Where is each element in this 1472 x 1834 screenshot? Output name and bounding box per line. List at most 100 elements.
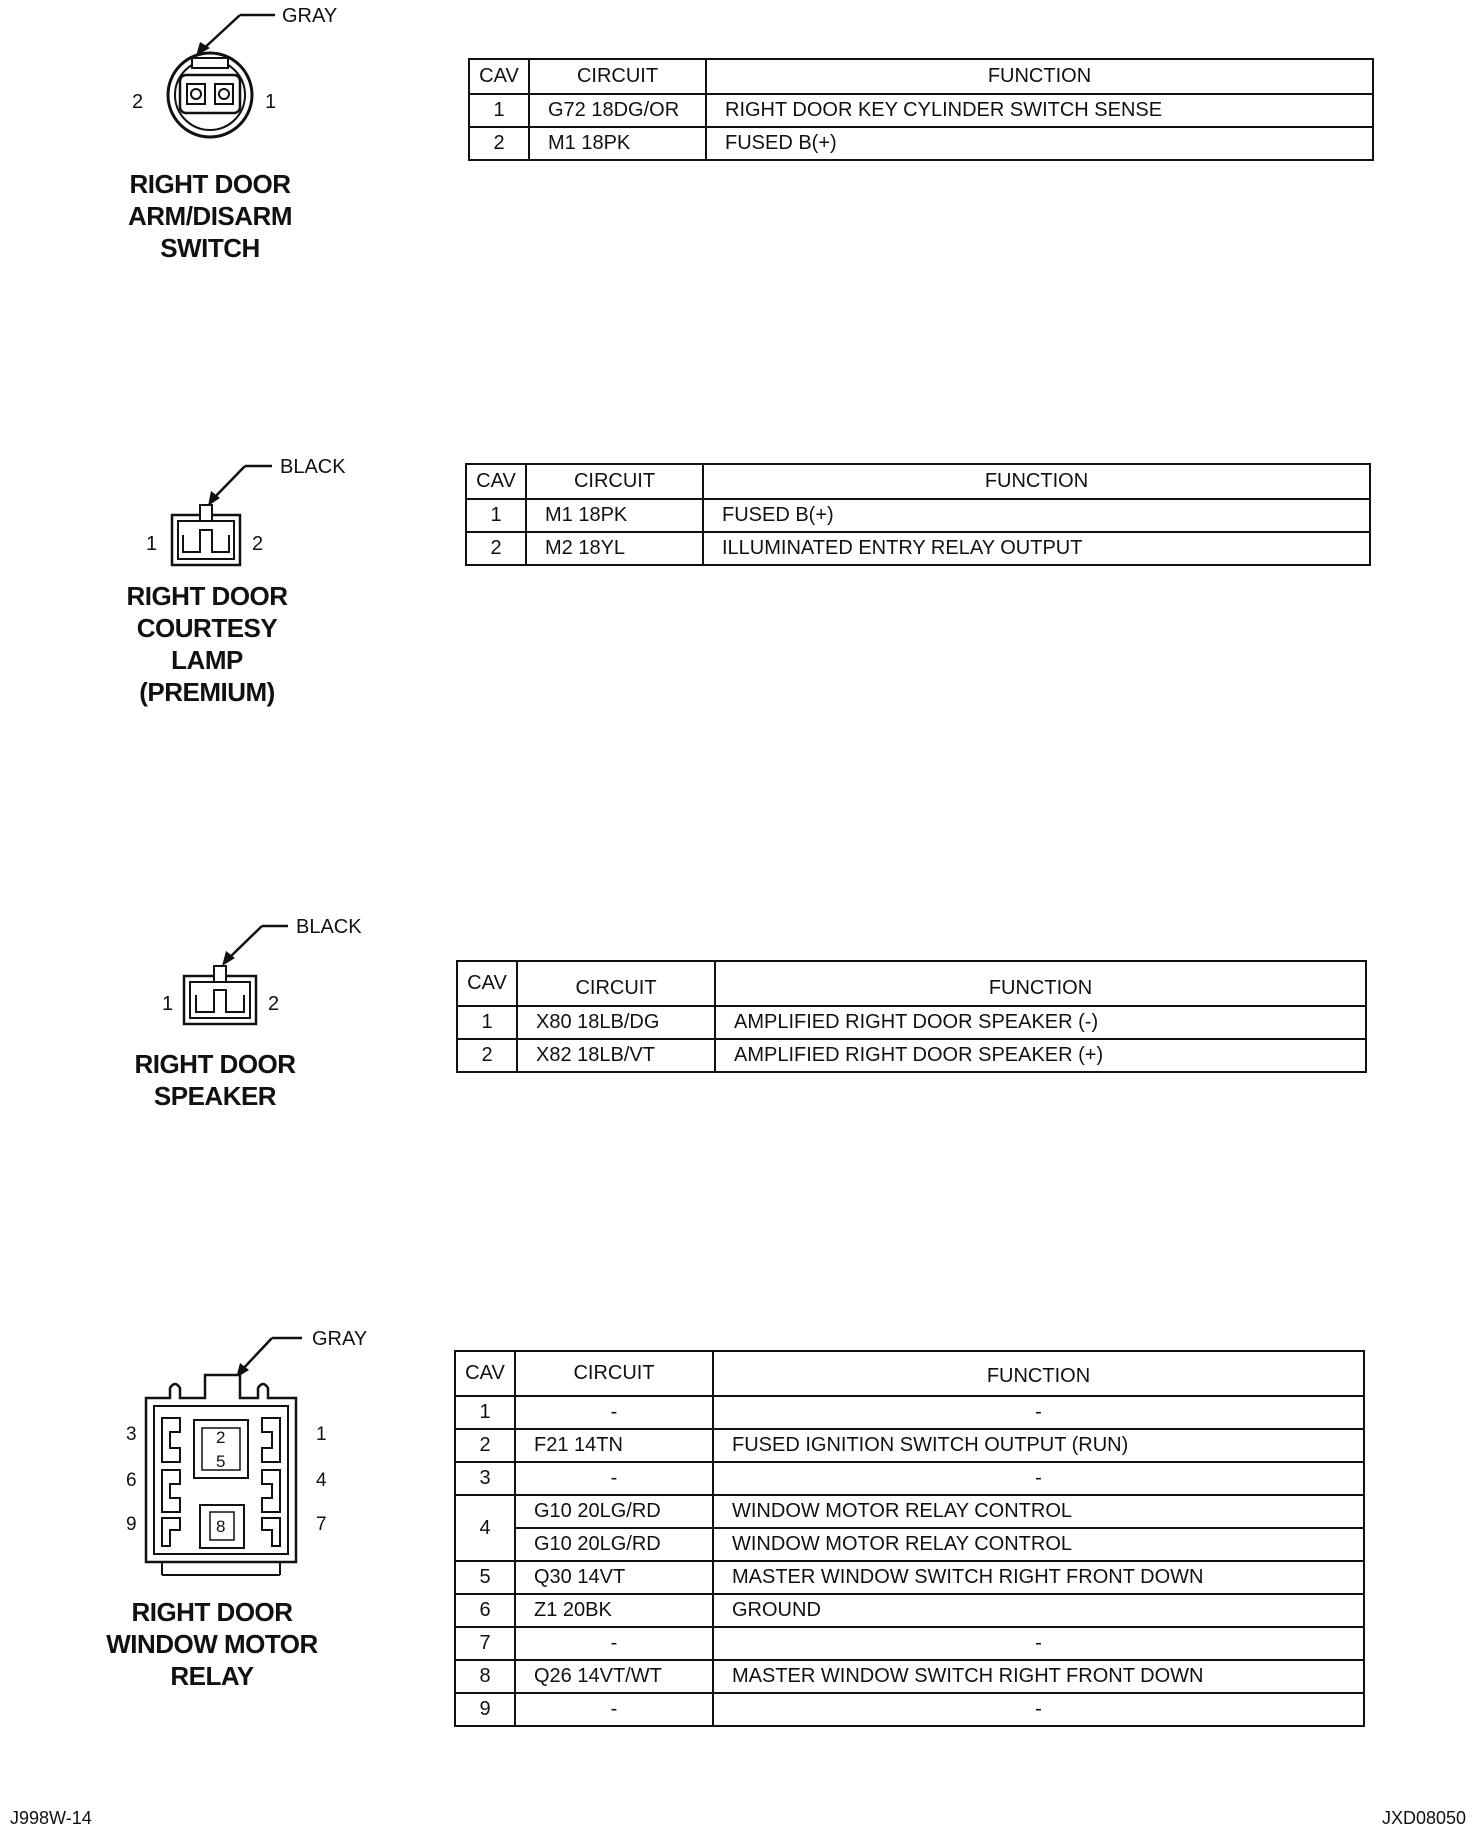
function-cell: RIGHT DOOR KEY CYLINDER SWITCH SENSE [705,93,1374,128]
table-row: 2 F21 14TN FUSED IGNITION SWITCH OUTPUT … [454,1428,1365,1463]
function-cell: MASTER WINDOW SWITCH RIGHT FRONT DOWN [712,1560,1365,1595]
pin-label: 5 [216,1452,225,1471]
table-row: 2 M1 18PK FUSED B(+) [468,126,1374,161]
cav-cell: 6 [454,1593,516,1628]
connector-title-line: RIGHT DOOR [134,1049,296,1079]
circuit-cell: G72 18DG/OR [528,93,707,128]
function-header: FUNCTION [712,1350,1365,1397]
function-cell: AMPLIFIED RIGHT DOOR SPEAKER (-) [714,1005,1367,1040]
speaker-connector-diagram: BLACK 1 2 [162,916,362,1026]
circuit-cell: X80 18LB/DG [516,1005,716,1040]
circuit-header: CIRCUIT [516,960,716,1007]
function-cell: - [712,1626,1365,1661]
pin-label: 2 [252,533,263,555]
pin-table: CAV CIRCUIT FUNCTION 1 X80 18LB/DG AMPLI… [456,960,1367,1073]
cav-cell: 2 [468,126,530,161]
pin-label: 8 [216,1517,225,1536]
function-header: FUNCTION [714,960,1367,1007]
connector-color-label: GRAY [312,1328,367,1350]
circuit-cell: M1 18PK [528,126,707,161]
pin-label: 7 [316,1514,327,1535]
function-cell: FUSED B(+) [705,126,1374,161]
connector-color-label: BLACK [280,456,346,478]
connector-title-line: WINDOW MOTOR [106,1629,318,1659]
window-motor-relay-connector-diagram: GRAY 3 1 6 4 9 7 2 5 8 [126,1328,367,1576]
function-cell: ILLUMINATED ENTRY RELAY OUTPUT [702,531,1371,566]
pin-label: 4 [316,1470,327,1491]
connector-title: RIGHT DOOR ARM/DISARM SWITCH [110,168,310,264]
table-row: G10 20LG/RD WINDOW MOTOR RELAY CONTROL [455,1527,1365,1562]
connector-title-line: COURTESY [136,613,278,643]
connector-title-line: RELAY [170,1661,254,1691]
function-cell: - [712,1692,1365,1727]
cav-cell: 2 [456,1038,518,1073]
cav-cell: 7 [454,1626,516,1661]
circuit-cell: - [514,1626,714,1661]
table-row: 7 - - [454,1626,1365,1661]
circuit-cell: Z1 20BK [514,1593,714,1628]
table-row: 1 M1 18PK FUSED B(+) [465,498,1371,533]
cav-cell: 2 [454,1428,516,1463]
circuit-cell: G10 20LG/RD [514,1494,714,1529]
cav-cell: 8 [454,1659,516,1694]
connector-title: RIGHT DOOR SPEAKER [115,1048,315,1112]
table-row: 1 X80 18LB/DG AMPLIFIED RIGHT DOOR SPEAK… [456,1005,1367,1040]
connector-color-label: BLACK [296,916,362,938]
connector-title-line: ARM/DISARM [128,201,293,231]
table-row: 5 Q30 14VT MASTER WINDOW SWITCH RIGHT FR… [454,1560,1365,1595]
cav-cell: 9 [454,1692,516,1727]
function-cell: MASTER WINDOW SWITCH RIGHT FRONT DOWN [712,1659,1365,1694]
function-cell: FUSED B(+) [702,498,1371,533]
connector-title: RIGHT DOOR WINDOW MOTOR RELAY [102,1596,322,1692]
connector-color-label: GRAY [282,5,337,27]
function-header: FUNCTION [705,58,1374,95]
pin-label: 1 [146,533,157,555]
pin-label: 2 [268,993,279,1015]
function-cell: FUSED IGNITION SWITCH OUTPUT (RUN) [712,1428,1365,1463]
connector-title-line: RIGHT DOOR [129,169,291,199]
circuit-header: CIRCUIT [525,463,704,500]
cav-cell: 1 [456,1005,518,1040]
figure-id-left: J998W-14 [10,1808,92,1828]
cav-cell: 1 [468,93,530,128]
connector-title-line: RIGHT DOOR [131,1597,293,1627]
function-cell: GROUND [712,1593,1365,1628]
circuit-cell: Q26 14VT/WT [514,1659,714,1694]
connector-title-line: SWITCH [160,233,260,263]
cav-cell: 3 [454,1461,516,1496]
circuit-cell: F21 14TN [514,1428,714,1463]
cav-header: CAV [454,1350,516,1397]
function-cell: WINDOW MOTOR RELAY CONTROL [712,1494,1365,1529]
table-header-row: CAV CIRCUIT FUNCTION [468,58,1374,95]
circuit-cell: - [514,1395,714,1430]
cav-cell: 1 [465,498,527,533]
courtesy-lamp-connector-diagram: BLACK 1 2 [146,456,346,567]
connector-title-line: RIGHT DOOR [126,581,288,611]
table-row: 2 X82 18LB/VT AMPLIFIED RIGHT DOOR SPEAK… [456,1038,1367,1073]
pin-table: CAV CIRCUIT FUNCTION 1 G72 18DG/OR RIGHT… [468,58,1374,161]
figure-id-right: JXD08050 [1382,1808,1467,1828]
pin-table: CAV CIRCUIT FUNCTION 1 - - 2 F21 14TN FU… [454,1350,1365,1727]
table-header-row: CAV CIRCUIT FUNCTION [465,463,1371,500]
circuit-cell: - [514,1461,714,1496]
connector-title: RIGHT DOOR COURTESY LAMP (PREMIUM) [107,580,307,708]
circuit-cell: M1 18PK [525,498,704,533]
table-header-row: CAV CIRCUIT FUNCTION [456,960,1367,1007]
table-row: 3 - - [454,1461,1365,1496]
table-header-row: CAV CIRCUIT FUNCTION [454,1350,1365,1397]
connector-title-line: LAMP [171,645,243,675]
circuit-header: CIRCUIT [514,1350,714,1397]
cav-header: CAV [456,960,518,1007]
circuit-cell: X82 18LB/VT [516,1038,716,1073]
table-row: 1 G72 18DG/OR RIGHT DOOR KEY CYLINDER SW… [468,93,1374,128]
cav-cell: 5 [454,1560,516,1595]
function-cell: - [712,1461,1365,1496]
connector-title-line: (PREMIUM) [139,677,275,707]
table-row: 8 Q26 14VT/WT MASTER WINDOW SWITCH RIGHT… [454,1659,1365,1694]
function-cell: - [712,1395,1365,1430]
table-row: 1 - - [454,1395,1365,1430]
function-cell: AMPLIFIED RIGHT DOOR SPEAKER (+) [714,1038,1367,1073]
table-row: 2 M2 18YL ILLUMINATED ENTRY RELAY OUTPUT [465,531,1371,566]
table-row: 9 - - [454,1692,1365,1727]
pin-label: 1 [265,91,276,113]
